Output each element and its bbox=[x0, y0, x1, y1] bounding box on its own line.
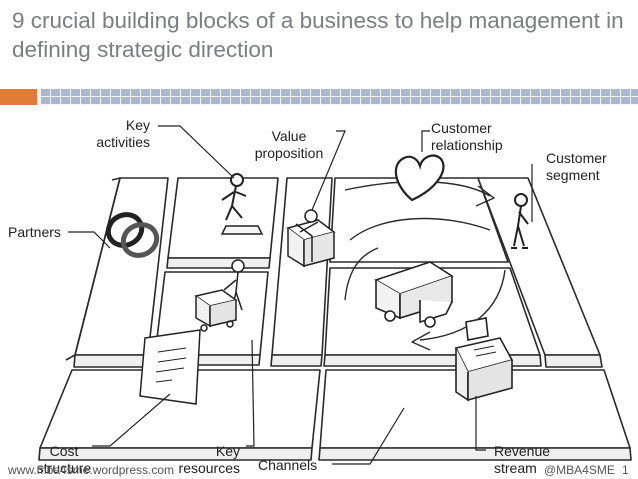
person-icon bbox=[511, 193, 529, 249]
rings-icon bbox=[105, 212, 160, 258]
label-key-activities: Key activities bbox=[96, 117, 150, 150]
gift-icon bbox=[286, 209, 336, 268]
heart-icon bbox=[394, 154, 445, 202]
truck-icon bbox=[374, 261, 454, 328]
label-customer-relationship: Customer relationship bbox=[431, 120, 503, 153]
footer-handle: @MBA4SME bbox=[544, 463, 615, 477]
forklift-icon bbox=[194, 259, 245, 332]
footer-website: www.mba4sme.wordpress.com bbox=[8, 463, 175, 477]
label-channels: Channels bbox=[258, 457, 318, 473]
footer-page-number: 1 bbox=[622, 463, 629, 477]
label-customer-segment: Customer segment bbox=[546, 150, 607, 183]
callout-lines bbox=[68, 125, 533, 465]
flow-arrows bbox=[344, 180, 506, 351]
label-cost-structure: Cost structure bbox=[36, 443, 92, 476]
page-title: 9 crucial building blocks of a business … bbox=[12, 8, 624, 62]
block-customer-segment bbox=[477, 177, 603, 368]
label-revenue-stream: Revenue stream bbox=[494, 443, 551, 476]
accent-bar bbox=[0, 89, 37, 105]
label-key-resources: Key resources bbox=[178, 443, 240, 476]
cash-register-icon bbox=[454, 317, 514, 402]
header-grid-bar bbox=[40, 89, 638, 105]
label-value-proposition: Value proposition bbox=[254, 128, 324, 161]
block-key-activities bbox=[166, 177, 279, 269]
invoice-icon bbox=[139, 329, 201, 405]
label-partners: Partners bbox=[8, 224, 61, 240]
worker-icon bbox=[220, 173, 264, 235]
block-revenue-stream bbox=[318, 369, 632, 461]
block-cost-structure bbox=[38, 369, 321, 461]
block-value-proposition bbox=[270, 177, 333, 367]
